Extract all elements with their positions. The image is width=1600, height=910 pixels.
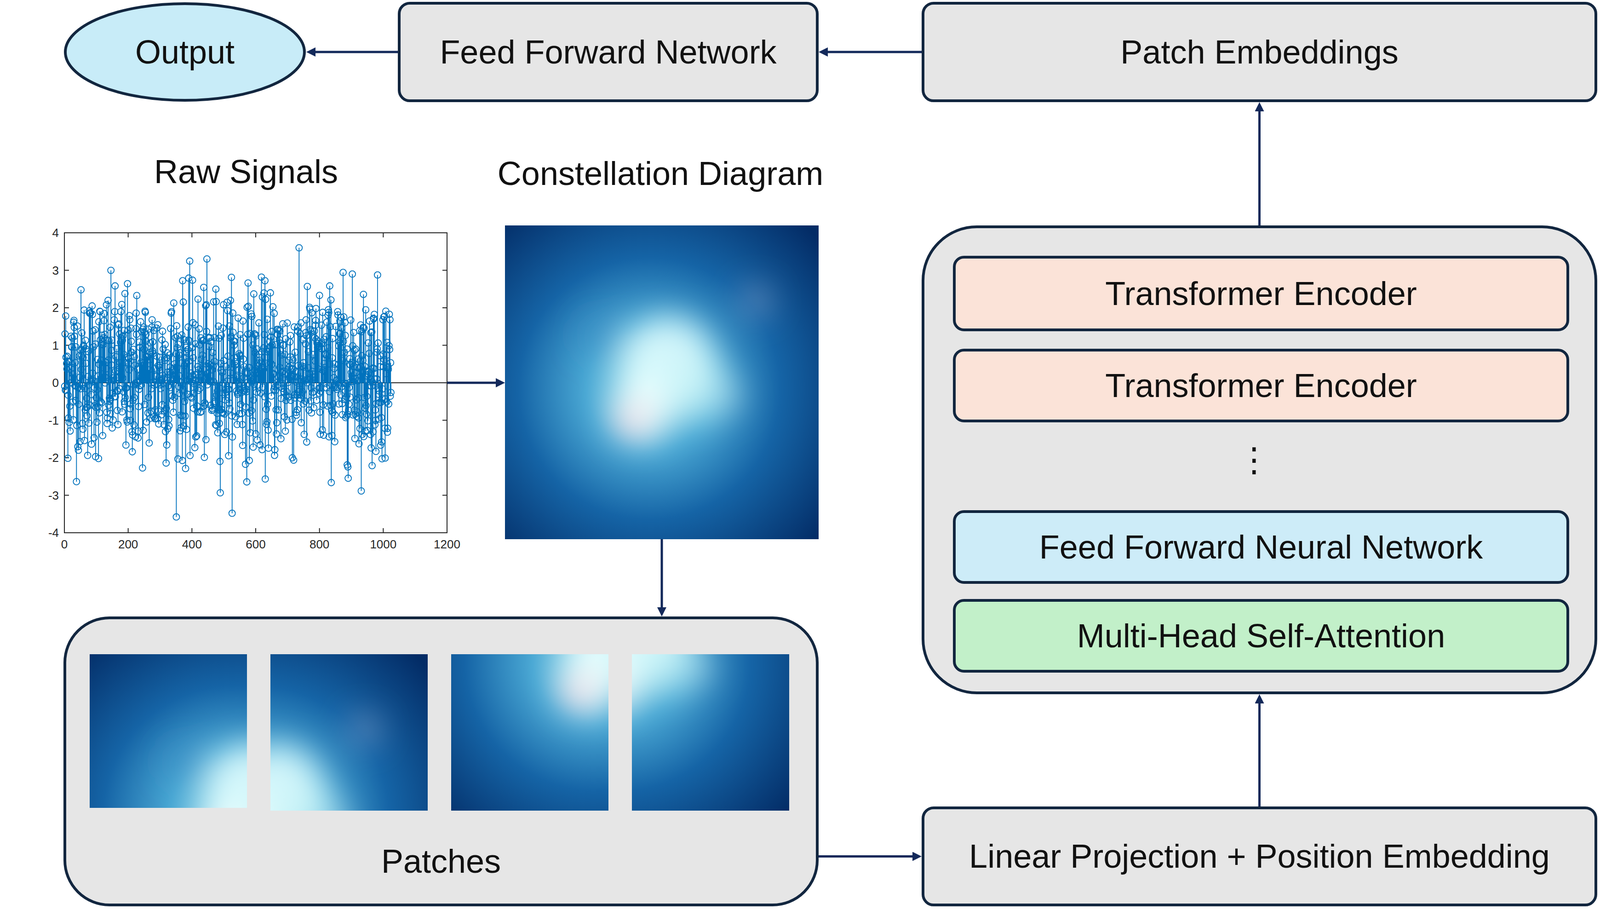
- axis-tick-label: -4: [12, 525, 59, 540]
- arrow-connector: [1258, 698, 1261, 807]
- signal-plot: [61, 232, 448, 533]
- axis-tick-label: 400: [164, 537, 220, 551]
- ellipsis-mark: ⋮: [1231, 438, 1278, 481]
- arrow-connector: [447, 381, 501, 385]
- axis-tick-label: 200: [100, 537, 156, 551]
- axis-tick-label: 0: [12, 375, 59, 390]
- process-box: Patch Embeddings: [921, 1, 1598, 103]
- axis-tick-label: -1: [12, 413, 59, 428]
- heading: Constellation Diagram: [497, 154, 824, 193]
- axis-ticks: [64, 232, 448, 533]
- arrow-connector: [310, 51, 398, 54]
- node-label: Patch Embeddings: [1120, 33, 1399, 72]
- signal-plot-node: Raw Signals: [64, 232, 448, 533]
- heading: Raw Signals: [154, 152, 339, 191]
- ffn-box: Feed Forward Neural Network: [952, 510, 1570, 584]
- node-label: Transformer Encoder: [1105, 274, 1417, 313]
- encoder-box: Transformer Encoder: [952, 348, 1570, 423]
- arrow-connector: [660, 539, 664, 612]
- axis-tick-label: 1000: [355, 537, 411, 551]
- axis-tick-label: 0: [36, 537, 92, 551]
- output-ellipse: Output: [63, 1, 307, 103]
- process-box: Feed Forward Network: [397, 1, 819, 103]
- axis-tick-label: -3: [12, 488, 59, 503]
- signal-stems: [64, 247, 391, 517]
- axis-tick-label: -2: [12, 450, 59, 465]
- arrow-connector: [818, 854, 918, 858]
- encoder-box: Transformer Encoder: [952, 255, 1570, 332]
- node-label: Output: [135, 33, 235, 72]
- signal-markers: [61, 244, 395, 521]
- axis-tick-label: 600: [228, 537, 284, 551]
- axis-tick-label: 800: [292, 537, 348, 551]
- process-box: Linear Projection + Position Embedding: [921, 806, 1598, 907]
- node-label: Linear Projection + Position Embedding: [969, 837, 1550, 876]
- arrow-connector: [823, 51, 922, 54]
- ellipse-shape: [65, 3, 305, 101]
- axis-tick-label: 4: [12, 225, 59, 240]
- node-label: Transformer Encoder: [1105, 366, 1417, 405]
- constellation-diagram: [504, 225, 819, 540]
- image-node: Constellation Diagram: [504, 225, 819, 540]
- attention-box: Multi-Head Self-Attention: [952, 598, 1570, 673]
- node-label: Feed Forward Neural Network: [1039, 527, 1483, 567]
- axis-tick-label: 2: [12, 300, 59, 315]
- node-label: Patches: [381, 842, 501, 881]
- node-label: Feed Forward Network: [439, 33, 777, 72]
- arrow-connector: [1258, 106, 1261, 226]
- node-label: Multi-Head Self-Attention: [1077, 616, 1446, 655]
- axis-tick-label: 1200: [419, 537, 475, 551]
- axis-tick-label: 1: [12, 338, 59, 353]
- axis-tick-label: 3: [12, 263, 59, 278]
- patches-box: Patches: [63, 616, 819, 907]
